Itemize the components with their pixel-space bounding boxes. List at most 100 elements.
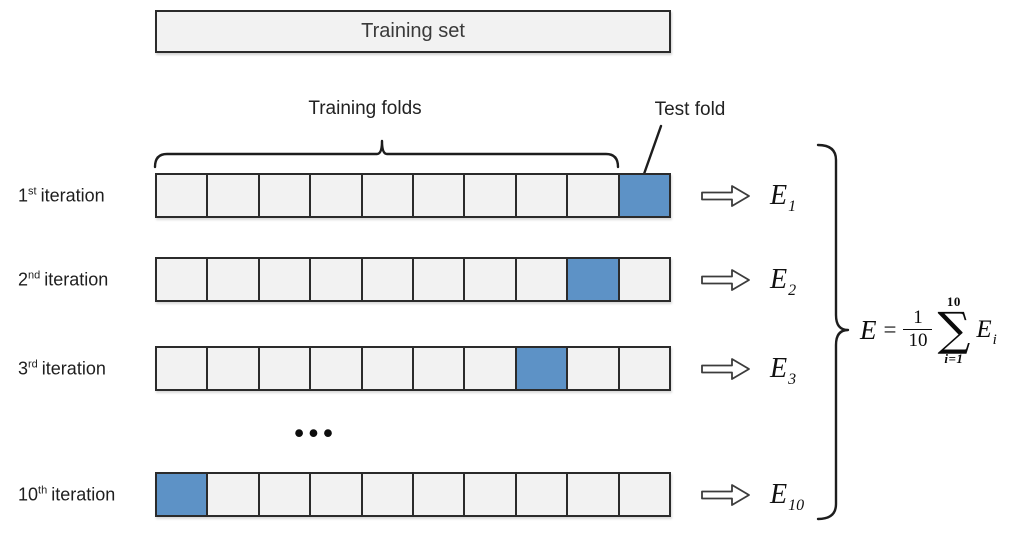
error-base: E bbox=[770, 352, 788, 384]
fold-cell bbox=[362, 175, 415, 216]
fold-cell bbox=[311, 175, 363, 216]
training-folds-brace bbox=[153, 139, 620, 169]
fold-cell bbox=[157, 348, 209, 389]
ordinal-suffix: nd bbox=[28, 269, 41, 281]
fraction-denominator: 10 bbox=[903, 329, 933, 352]
error-base: E bbox=[770, 263, 788, 295]
equals-sign: = bbox=[883, 317, 897, 342]
fraction: 1 10 bbox=[903, 307, 933, 352]
test-fold-label: Test fold bbox=[654, 99, 726, 120]
fold-cell bbox=[157, 175, 209, 216]
error-base: E bbox=[770, 478, 788, 510]
ordinal: 3 bbox=[18, 358, 29, 378]
ordinal: 1 bbox=[18, 185, 29, 205]
fold-cell bbox=[208, 474, 260, 515]
average-error-formula: E = 1 10 10 ∑ i=1 Ei bbox=[860, 286, 997, 374]
iteration-word: iteration bbox=[44, 269, 109, 289]
sigma-symbol: ∑ bbox=[937, 302, 971, 357]
iteration-word: iteration bbox=[40, 185, 105, 205]
error-label-e10: E10 bbox=[770, 478, 805, 514]
error-subscript: 2 bbox=[788, 281, 797, 299]
fold-cell bbox=[259, 175, 312, 216]
summation: 10 ∑ i=1 bbox=[937, 295, 970, 365]
fold-cell bbox=[516, 259, 569, 300]
ordinal-suffix: st bbox=[28, 185, 37, 197]
training-set-label: Training set bbox=[361, 20, 465, 42]
error-subscript: i bbox=[992, 332, 997, 348]
fold-cell bbox=[465, 259, 517, 300]
fold-cell bbox=[208, 348, 260, 389]
fold-cell bbox=[208, 259, 260, 300]
error-subscript: 10 bbox=[788, 496, 805, 514]
grouping-brace bbox=[816, 143, 850, 521]
training-folds-label: Training folds bbox=[308, 98, 422, 119]
summation-term: Ei bbox=[976, 316, 996, 348]
fold-cell bbox=[414, 348, 466, 389]
fold-cell bbox=[311, 348, 363, 389]
iteration-word: iteration bbox=[41, 358, 106, 378]
fold-cell bbox=[465, 175, 517, 216]
test-fold-cell bbox=[516, 348, 569, 389]
summation-upper-limit: 10 bbox=[946, 294, 961, 310]
training-set-box: Training set bbox=[155, 10, 671, 53]
formula-lhs: E bbox=[860, 314, 877, 345]
fold-cell bbox=[414, 474, 466, 515]
fold-cell bbox=[259, 474, 312, 515]
fold-cell bbox=[516, 175, 569, 216]
error-label-e2: E2 bbox=[770, 263, 797, 299]
ellipsis-dots: ••• bbox=[294, 418, 338, 448]
test-fold-pointer-line bbox=[642, 124, 663, 176]
fold-cell bbox=[568, 474, 620, 515]
ordinal: 10 bbox=[18, 484, 39, 504]
fraction-numerator: 1 bbox=[913, 307, 923, 329]
fold-cell bbox=[619, 259, 670, 300]
right-block-arrow-icon bbox=[701, 184, 750, 207]
right-block-arrow-icon bbox=[701, 268, 750, 291]
fold-cell bbox=[414, 259, 466, 300]
fold-cell bbox=[465, 348, 517, 389]
error-subscript: 1 bbox=[788, 197, 797, 215]
folds-strip bbox=[155, 257, 671, 302]
fold-cell bbox=[619, 474, 670, 515]
fold-cell bbox=[362, 348, 415, 389]
fold-cell bbox=[362, 259, 415, 300]
summation-lower-limit: i=1 bbox=[944, 350, 964, 366]
fold-cell bbox=[208, 175, 260, 216]
error-subscript: 3 bbox=[788, 370, 797, 388]
error-label-e1: E1 bbox=[770, 180, 797, 215]
fold-cell bbox=[414, 175, 466, 216]
ordinal-suffix: rd bbox=[28, 358, 38, 370]
fold-cell bbox=[362, 474, 415, 515]
fold-cell bbox=[619, 348, 670, 389]
right-block-arrow-icon bbox=[701, 483, 750, 506]
iteration-word: iteration bbox=[51, 484, 116, 504]
test-fold-cell bbox=[568, 259, 620, 300]
folds-strip bbox=[155, 346, 671, 391]
test-fold-cell bbox=[157, 474, 209, 515]
right-block-arrow-icon bbox=[701, 357, 750, 380]
fold-cell bbox=[516, 474, 569, 515]
ordinal: 2 bbox=[18, 269, 29, 289]
folds-strip bbox=[155, 173, 671, 218]
fold-cell bbox=[465, 474, 517, 515]
error-label-e3: E3 bbox=[770, 352, 797, 388]
fold-cell bbox=[568, 175, 620, 216]
folds-strip bbox=[155, 472, 671, 517]
fold-cell bbox=[259, 348, 312, 389]
fold-cell bbox=[157, 259, 209, 300]
error-base: E bbox=[976, 316, 992, 343]
fold-cell bbox=[259, 259, 312, 300]
fold-cell bbox=[568, 348, 620, 389]
fold-cell bbox=[311, 259, 363, 300]
test-fold-cell bbox=[619, 175, 670, 216]
ordinal-suffix: th bbox=[38, 484, 48, 496]
